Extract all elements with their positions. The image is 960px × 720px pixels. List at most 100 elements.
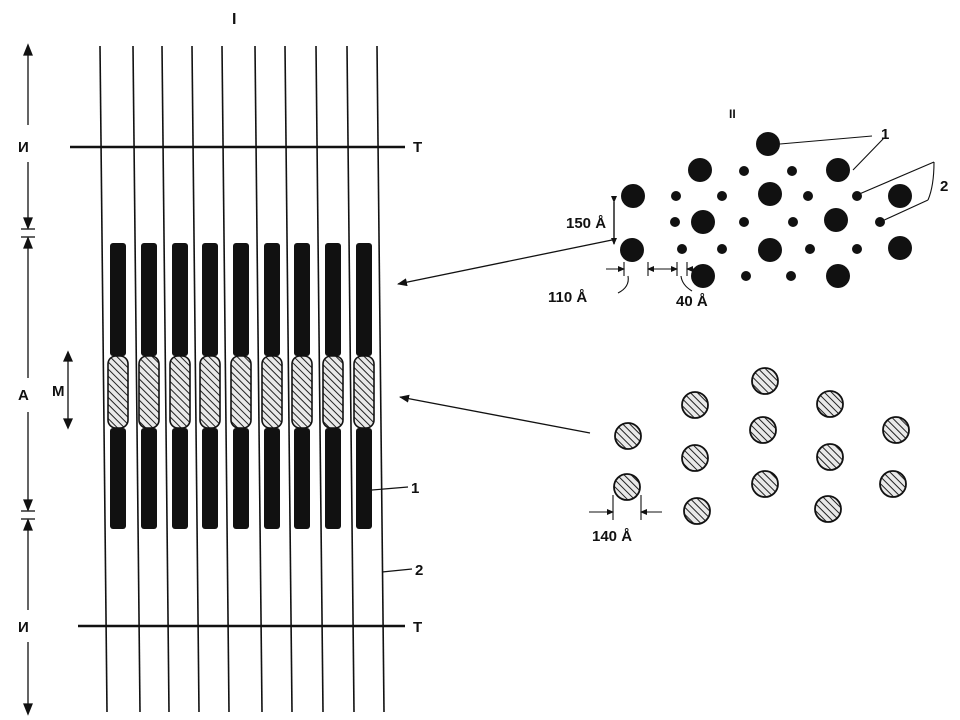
thick-filament-lower <box>294 428 310 529</box>
thin-filament-dot <box>852 191 862 201</box>
thick-filament-dot <box>758 182 782 206</box>
section-thick-label: 1 <box>881 126 889 143</box>
thick-filament-m-region <box>107 355 129 429</box>
thick-filament-m-region <box>230 355 252 429</box>
thin-filament <box>99 45 108 713</box>
pointer-arrow-thick-section <box>397 239 613 287</box>
m-line-filament-lattice <box>613 367 910 525</box>
m-line-filament-circle <box>882 416 910 444</box>
band-axis <box>21 43 74 716</box>
thick-filament-dot <box>888 184 912 208</box>
band-label-i-bottom: И <box>18 619 29 636</box>
thick-filament-upper <box>233 243 249 356</box>
m-line-filament-circle <box>879 470 907 498</box>
thick-filament-lower <box>172 428 188 529</box>
thick-filament-lower <box>356 428 372 529</box>
thick-filament-dot <box>620 238 644 262</box>
thick-filament-dot <box>691 210 715 234</box>
thick-filament-dot <box>756 132 780 156</box>
m-line-filament-circle <box>614 422 642 450</box>
thin-filament-label: 2 <box>415 562 423 579</box>
thick-filament-m-region <box>353 355 375 429</box>
thick-filament-lower <box>264 428 280 529</box>
band-label-a: А <box>18 387 29 404</box>
panel-i-label: I <box>232 11 236 28</box>
section-callouts <box>779 135 935 223</box>
thin-filament-dot <box>803 191 813 201</box>
thin-filament-dot <box>788 217 798 227</box>
m-line-filament-circle <box>681 444 709 472</box>
thin-filament <box>132 45 141 713</box>
thick-filament-dot <box>691 264 715 288</box>
thick-filament-upper <box>141 243 157 356</box>
section-thin-label: 2 <box>940 178 948 195</box>
m-line-filament-circle <box>816 443 844 471</box>
thick-filament-label: 1 <box>411 480 419 497</box>
thick-filament-lower <box>233 428 249 529</box>
thick-filaments <box>107 243 375 529</box>
thin-filament-dot <box>787 166 797 176</box>
thin-filament-dot <box>739 217 749 227</box>
thick-filament-dot <box>888 236 912 260</box>
thin-filament-dot <box>739 166 749 176</box>
thick-filament-m-region <box>291 355 313 429</box>
thick-filament-lower <box>141 428 157 529</box>
panel-longitudinal: I Т Т И А <box>18 11 423 716</box>
thick-filament-upper <box>110 243 126 356</box>
m-diameter-label: 140 Å <box>592 528 632 545</box>
thick-filament-dot <box>824 208 848 232</box>
thick-filament-lower <box>202 428 218 529</box>
thick-filament-dot <box>826 158 850 182</box>
thick-filament-upper <box>202 243 218 356</box>
thick-diameter-dimension <box>606 262 666 294</box>
thick-filament-dot <box>688 158 712 182</box>
thick-filament-m-region <box>199 355 221 429</box>
panel-ii-label: II <box>729 107 736 121</box>
thick-filament-m-region <box>169 355 191 429</box>
thick-filament-dot <box>758 238 782 262</box>
thick-filament-m-region <box>138 355 160 429</box>
thick-filament-callout <box>371 486 409 491</box>
band-label-i-top: И <box>18 139 29 156</box>
thin-filament-dot <box>670 217 680 227</box>
band-label-m: М <box>52 383 65 400</box>
thick-filament-upper <box>294 243 310 356</box>
m-line-filament-circle <box>681 391 709 419</box>
thin-filament-callout <box>381 568 413 573</box>
m-line-filament-circle <box>751 470 779 498</box>
thin-filament <box>221 45 230 713</box>
panel-cross-section-thick: II 1 2 150 Å 110 Å <box>548 107 948 310</box>
thick-filament-upper <box>325 243 341 356</box>
thick-filament-upper <box>356 243 372 356</box>
thin-filament-dot <box>671 191 681 201</box>
panel-cross-section-m: 140 Å <box>589 367 910 545</box>
thin-filament-dot <box>677 244 687 254</box>
thin-filament-dot <box>717 191 727 201</box>
thin-diameter-label: 40 Å <box>676 293 708 310</box>
spacing-150-label: 150 Å <box>566 215 606 232</box>
thick-filament-lower <box>110 428 126 529</box>
thick-filament-upper <box>172 243 188 356</box>
m-line-filament-circle <box>683 497 711 525</box>
m-line-filament-circle <box>749 416 777 444</box>
m-line-filament-circle <box>814 495 842 523</box>
thin-filament-dot <box>786 271 796 281</box>
thick-filament-m-region <box>322 355 344 429</box>
pointer-arrow-m-section <box>399 394 591 434</box>
t-label-top: Т <box>413 139 422 156</box>
thin-filament-dot <box>717 244 727 254</box>
thin-filament-dot <box>852 244 862 254</box>
m-diameter-dimension <box>589 495 662 520</box>
thin-filament <box>376 45 385 713</box>
m-line-filament-circle <box>751 367 779 395</box>
thin-filament <box>254 45 263 713</box>
thick-filament-lattice <box>620 132 912 288</box>
thick-filament-m-region <box>261 355 283 429</box>
thin-filament-dot <box>741 271 751 281</box>
thick-filament-dot <box>826 264 850 288</box>
thin-filament <box>346 45 355 713</box>
thick-filament-upper <box>264 243 280 356</box>
thin-filament <box>284 45 293 713</box>
thick-filament-lower <box>325 428 341 529</box>
